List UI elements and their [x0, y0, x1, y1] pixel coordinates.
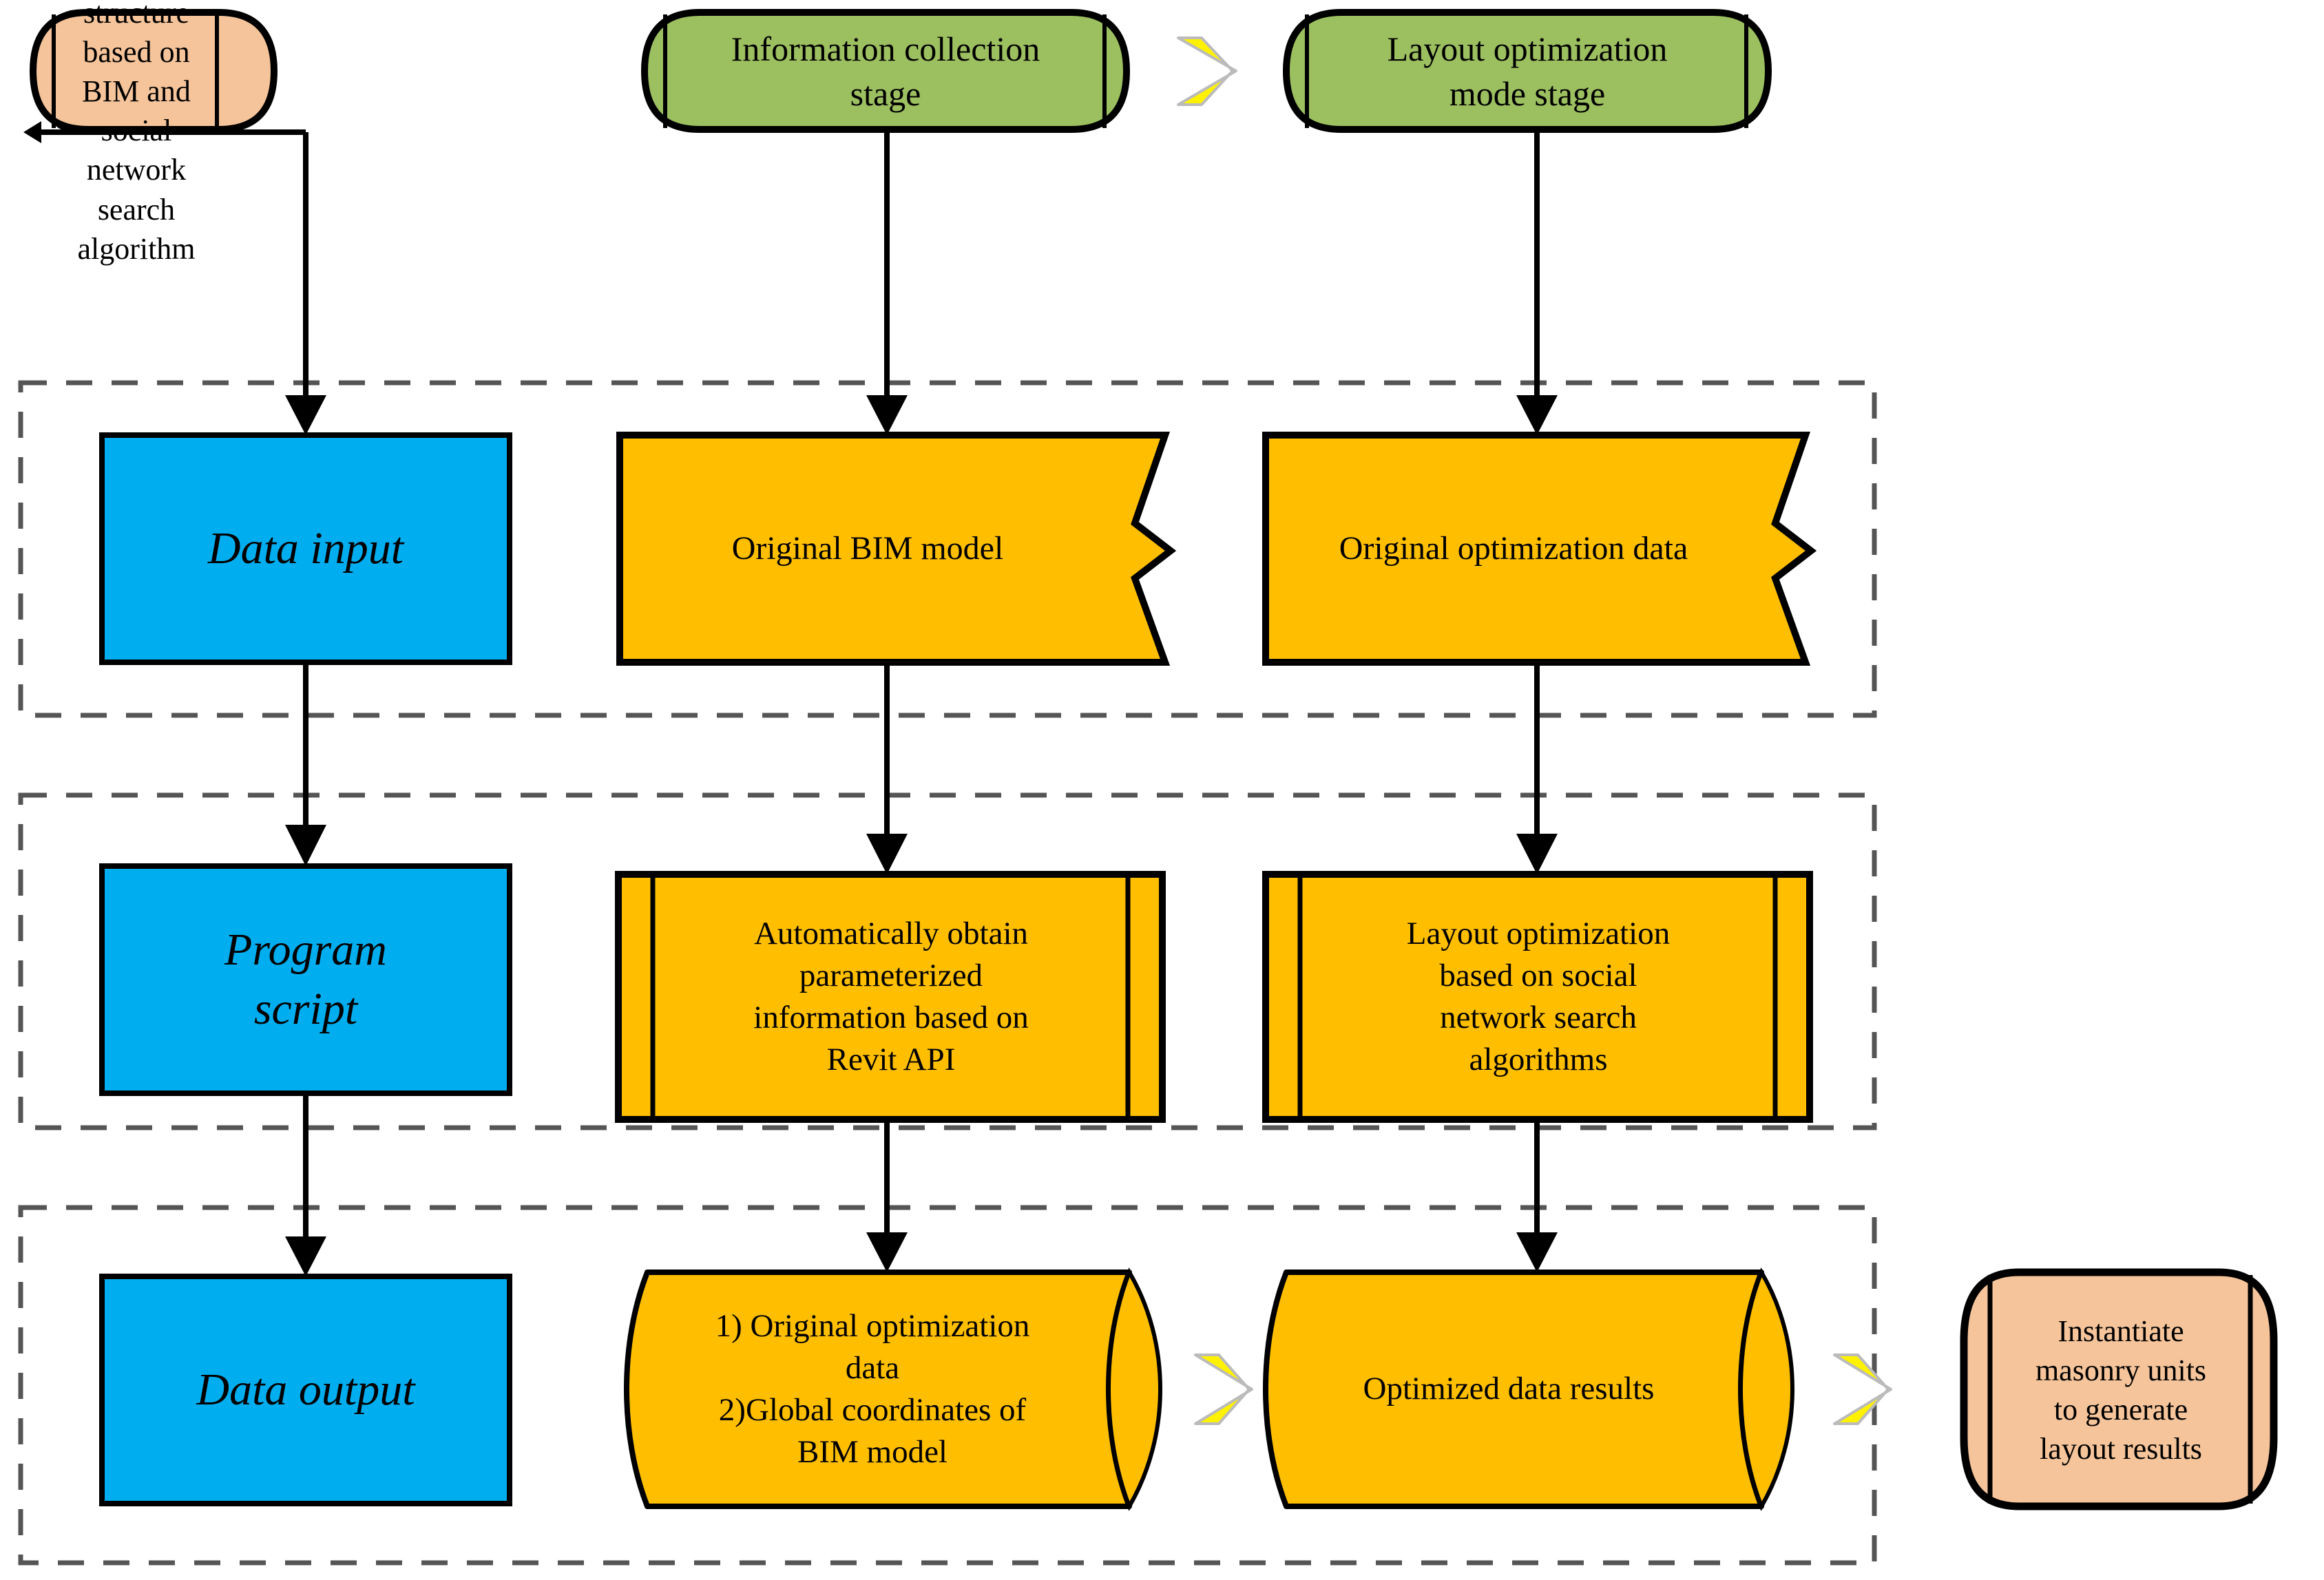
- data-input-band: [18, 380, 1877, 718]
- chevron-optimized-to-end: [1833, 1353, 1892, 1425]
- program-script-band: [18, 792, 1877, 1130]
- arrowhead-sns-algorithm: [1516, 834, 1558, 874]
- arrowhead-program-script: [285, 825, 326, 866]
- node-stage-layout[interactable]: [1283, 9, 1772, 133]
- node-flag-bim-model[interactable]: [616, 432, 1177, 666]
- node-flag-opt-data[interactable]: [1262, 432, 1817, 666]
- arrowhead-data-input: [285, 395, 326, 435]
- node-proc-revit-api[interactable]: [615, 871, 1166, 1123]
- arrowhead-opt-data: [1516, 395, 1558, 435]
- data-output-band: [18, 1205, 1877, 1566]
- node-end-instantiate[interactable]: [1960, 1268, 2278, 1510]
- node-stage-info[interactable]: [641, 9, 1130, 133]
- arrowhead-bim-model: [866, 395, 908, 435]
- arrowhead-store-optimized: [1516, 1232, 1558, 1272]
- node-phase-data-input[interactable]: [99, 432, 512, 665]
- chevron-store-to-optimized: [1194, 1353, 1253, 1425]
- node-store-orig-global[interactable]: [624, 1267, 1162, 1511]
- node-store-optimized[interactable]: [1263, 1267, 1794, 1511]
- chevron-stage-transition: [1177, 36, 1237, 106]
- node-proc-sns-algorithm[interactable]: [1262, 871, 1813, 1123]
- node-phase-data-output[interactable]: [99, 1274, 512, 1506]
- node-start[interactable]: [30, 9, 278, 133]
- arrowhead-store-orig: [866, 1232, 908, 1272]
- node-phase-program-script[interactable]: [99, 863, 512, 1096]
- arrowhead-data-output: [285, 1236, 326, 1276]
- arrowhead-revit-api: [866, 834, 908, 874]
